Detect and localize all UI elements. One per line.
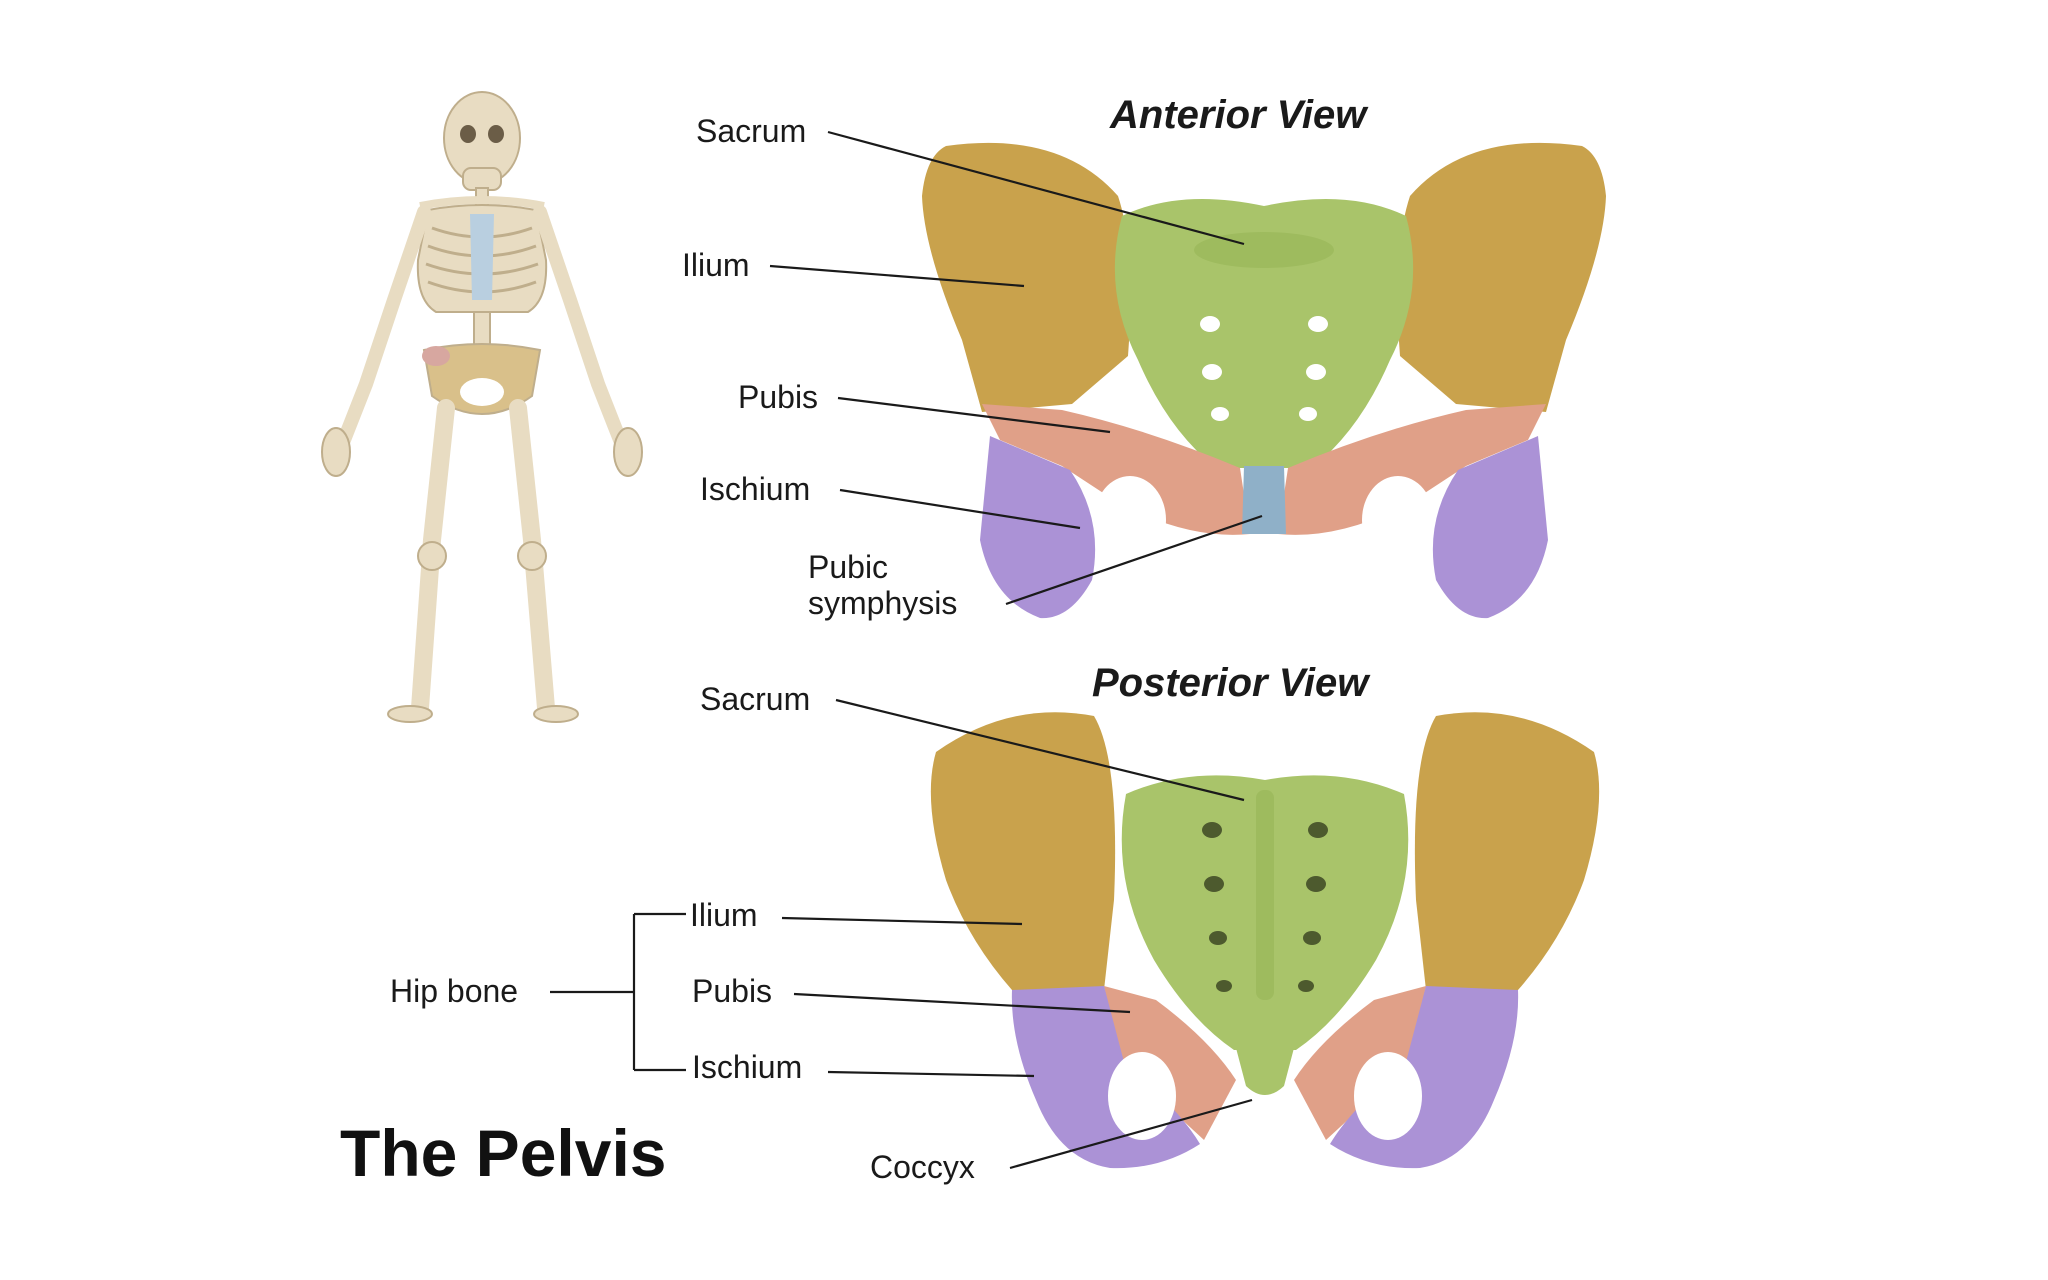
anterior-right-pubis [1278,404,1546,535]
anterior-view-title: Anterior View [1109,93,1369,137]
posterior-label-pubis: Pubis [692,973,772,1009]
anterior-pelvis [922,142,1606,619]
posterior-label-ilium: Ilium [690,897,758,933]
posterior-left-pubis [1104,986,1236,1140]
posterior-left-ilium [930,712,1116,990]
skeleton-figure [321,91,643,723]
anterior-label-ilium: Ilium [682,247,750,283]
anterior-right-ischium [1432,436,1548,619]
anterior-left-pubis [982,404,1250,535]
posterior-label-coccyx: Coccyx [870,1149,975,1185]
anterior-left-ilium [922,142,1131,412]
posterior-label-hip-bone: Hip bone [390,973,518,1009]
anterior-label-symphysis-line2: symphysis [808,585,957,621]
main-title: The Pelvis [340,1116,667,1190]
anterior-label-pubis: Pubis [738,379,818,415]
anterior-label-sacrum: Sacrum [696,113,806,149]
anterior-pubic-symphysis [1242,466,1286,534]
posterior-leader-lines [550,698,1253,1170]
anterior-label-symphysis-line1: Pubic [808,549,888,585]
anterior-sacrum [1114,198,1414,468]
anterior-right-ilium [1397,142,1606,412]
posterior-coccyx [1236,1048,1294,1095]
posterior-view-title: Posterior View [1092,661,1371,705]
anterior-leader-lines [769,130,1263,606]
posterior-label-ischium: Ischium [692,1049,802,1085]
anterior-left-ischium [980,436,1096,619]
posterior-right-ilium [1414,712,1600,990]
anterior-label-ischium: Ischium [700,471,810,507]
posterior-right-pubis [1294,986,1426,1140]
posterior-pelvis [930,712,1600,1169]
posterior-label-sacrum: Sacrum [700,681,810,717]
